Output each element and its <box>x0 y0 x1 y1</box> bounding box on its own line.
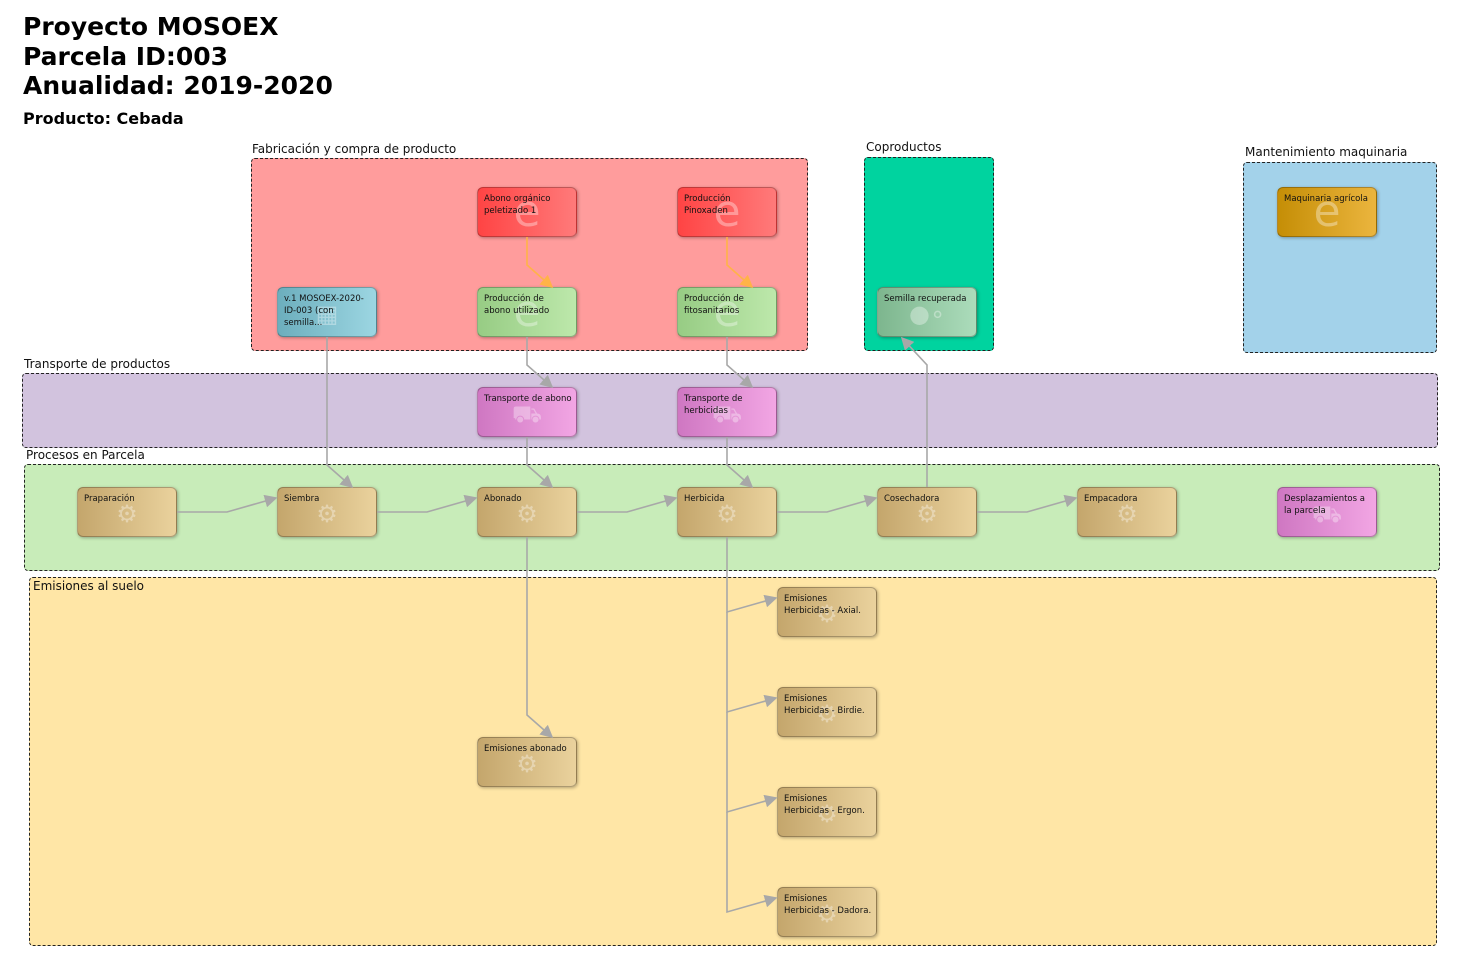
node-label: Emisiones Herbicidas - Dadora. <box>784 894 872 916</box>
node-label: Herbicida <box>684 494 725 504</box>
anualidad-title: Anualidad: 2019-2020 <box>23 71 333 100</box>
group-label-mantenimiento: Mantenimiento maquinaria <box>1245 145 1408 159</box>
gears-icon: ⚙ <box>1116 500 1138 528</box>
truck-icon: ⛟ <box>711 400 743 428</box>
gears-icon: ⚙ <box>316 500 338 528</box>
gears-icon: ⚙ <box>816 800 838 828</box>
producto-title: Producto: Cebada <box>23 109 184 128</box>
node-empacadora[interactable]: ⚙Empacadora <box>1077 487 1177 537</box>
node-label: Abonado <box>484 494 522 504</box>
node-label: Abono orgánico peletizado 1 <box>484 194 551 216</box>
truck-icon: ⛟ <box>511 400 543 428</box>
ecoinvent-icon: e <box>713 187 741 237</box>
group-emisiones <box>29 577 1437 946</box>
node-emisiones-birdie[interactable]: ⚙Emisiones Herbicidas - Birdie. <box>777 687 877 737</box>
node-emisiones-dadora[interactable]: ⚙Emisiones Herbicidas - Dadora. <box>777 887 877 937</box>
node-v1-mosoex[interactable]: ▦v.1 MOSOEX-2020-ID-003 (con semilla... <box>277 287 377 337</box>
node-cosechadora[interactable]: ⚙Cosechadora <box>877 487 977 537</box>
node-label: Empacadora <box>1084 494 1138 504</box>
node-label: Siembra <box>284 494 320 504</box>
gears-icon: ⚙ <box>816 900 838 928</box>
group-label-coproductos: Coproductos <box>866 140 942 154</box>
node-label: Semilla recuperada <box>884 294 967 304</box>
gears-icon: ⚙ <box>516 500 538 528</box>
gears-icon: ⚙ <box>816 600 838 628</box>
node-transporte-abono[interactable]: ⛟Transporte de abono <box>477 387 577 437</box>
gears-icon: ⚙ <box>916 500 938 528</box>
gears-icon: ⚙ <box>516 750 538 778</box>
node-preparacion[interactable]: ⚙Praparación <box>77 487 177 537</box>
node-label: Emisiones Herbicidas - Ergon. <box>784 794 865 816</box>
node-label: Emisiones Herbicidas - Birdie. <box>784 694 865 716</box>
group-label-procesos: Procesos en Parcela <box>26 448 145 462</box>
ecoinvent-icon: e <box>513 187 541 237</box>
node-semilla-recuperada[interactable]: ●∘Semilla recuperada <box>877 287 977 337</box>
group-label-transporte: Transporte de productos <box>24 357 171 371</box>
node-label: Producción Pinoxaden <box>684 194 731 216</box>
node-transporte-herbicidas[interactable]: ⛟Transporte de herbicidas <box>677 387 777 437</box>
node-emisiones-axial[interactable]: ⚙Emisiones Herbicidas - Axial. <box>777 587 877 637</box>
node-label: Desplazamientos a la parcela <box>1284 494 1365 516</box>
project-title: Proyecto MOSOEX <box>23 12 279 41</box>
node-emisiones-abonado[interactable]: ⚙Emisiones abonado <box>477 737 577 787</box>
node-desplazamientos[interactable]: ⛟Desplazamientos a la parcela <box>1277 487 1377 537</box>
gears-icon: ⚙ <box>816 700 838 728</box>
node-herbicida[interactable]: ⚙Herbicida <box>677 487 777 537</box>
node-label: Transporte de herbicidas <box>684 394 743 416</box>
group-label-emisiones: Emisiones al suelo <box>33 579 145 593</box>
node-label: Producción de fitosanitarios <box>684 294 744 316</box>
parcela-title: Parcela ID:003 <box>23 42 229 71</box>
ecoinvent-icon: e <box>513 287 541 337</box>
node-label: Cosechadora <box>884 494 940 504</box>
node-siembra[interactable]: ⚙Siembra <box>277 487 377 537</box>
gears-icon: ⚙ <box>116 500 138 528</box>
node-label: Emisiones abonado <box>484 744 567 754</box>
node-abonado[interactable]: ⚙Abonado <box>477 487 577 537</box>
gears-icon: ⚙ <box>716 500 738 528</box>
group-label-fabricacion: Fabricación y compra de producto <box>252 142 457 156</box>
ecoinvent-icon: e <box>713 287 741 337</box>
node-label: v.1 MOSOEX-2020-ID-003 (con semilla... <box>284 294 364 328</box>
truck-icon: ⛟ <box>1311 500 1343 528</box>
node-label: Producción de abono utilizado <box>484 294 550 316</box>
node-label: Praparación <box>84 494 135 504</box>
node-label: Emisiones Herbicidas - Axial. <box>784 594 861 616</box>
grid-icon: ▦ <box>315 300 339 328</box>
seed-icon: ●∘ <box>909 300 945 328</box>
node-label: Maquinaria agrícola <box>1284 194 1368 204</box>
node-label: Transporte de abono <box>484 394 572 404</box>
node-emisiones-ergon[interactable]: ⚙Emisiones Herbicidas - Ergon. <box>777 787 877 837</box>
ecoinvent-icon: e <box>1313 187 1341 237</box>
